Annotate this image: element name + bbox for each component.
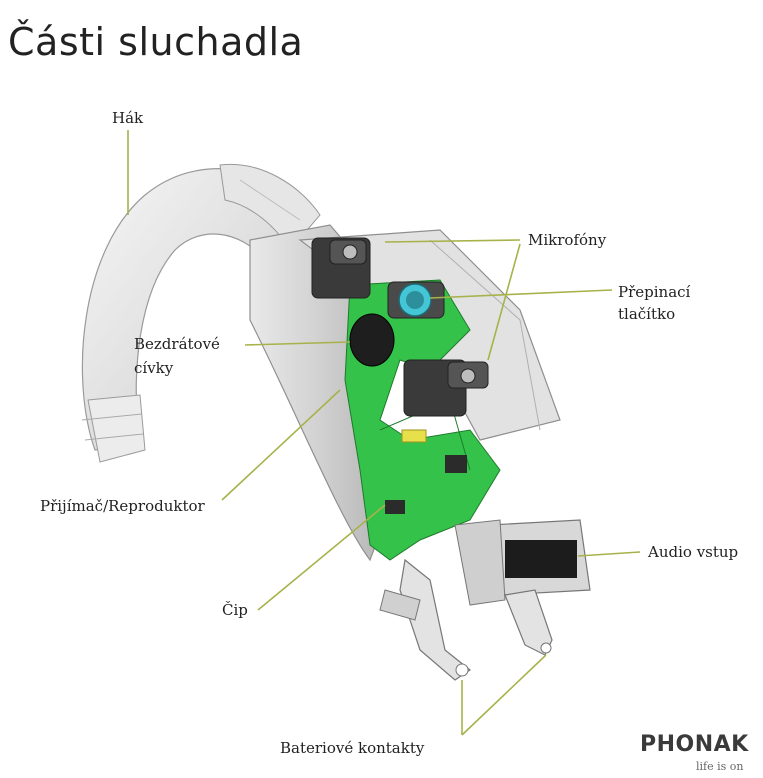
label-prepinaci: Přepinací: [618, 282, 690, 302]
leader-audio: [578, 552, 640, 556]
label-prijimac: Přijímač/Reproduktor: [40, 496, 205, 516]
label-audio: Audio vstup: [648, 542, 738, 562]
label-bateriove: Bateriové kontakty: [280, 738, 424, 758]
leader-bateriove-2: [462, 655, 546, 735]
label-cip: Čip: [222, 600, 248, 620]
label-mikrofony: Mikrofóny: [528, 230, 606, 250]
label-bezdratove: Bezdrátové: [134, 334, 220, 354]
label-hak: Hák: [112, 108, 143, 128]
brand-tagline: life is on: [696, 760, 743, 773]
leader-cip: [258, 505, 385, 610]
brand-logo: PHONAK: [640, 732, 749, 757]
push-button: [388, 282, 444, 318]
microphone-front: [312, 238, 370, 298]
wireless-coil: [350, 314, 394, 366]
label-tlacitko: tlačítko: [618, 304, 675, 324]
label-civky: cívky: [134, 358, 173, 378]
